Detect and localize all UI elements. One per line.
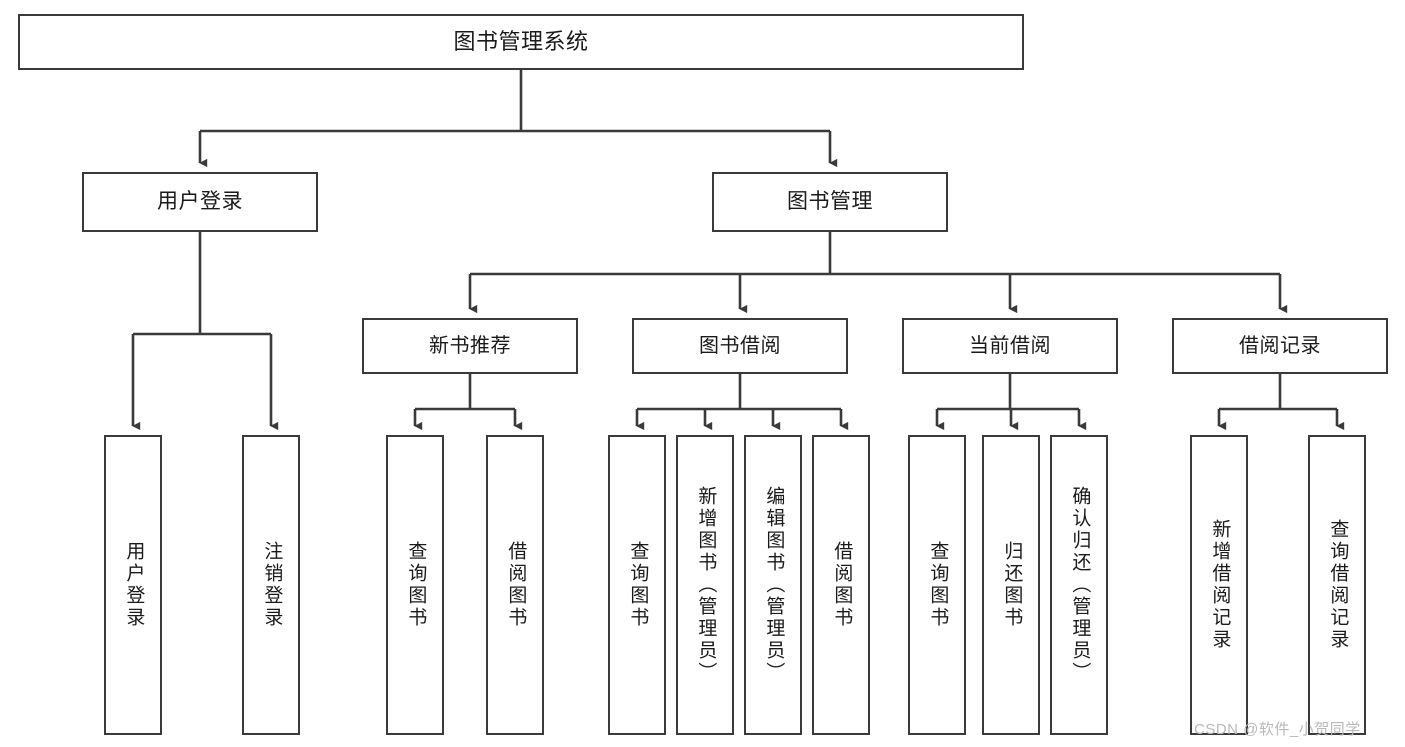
leaf-borrow-book[interactable]: 借阅图书 (812, 435, 870, 735)
node-root-system-label: 图书管理系统 (453, 29, 589, 55)
leaf-return-book[interactable]: 归还图书 (982, 435, 1040, 735)
leaf-query-book-borrow-label: 查询图书 (627, 541, 649, 629)
leaf-logout-label: 注销登录 (261, 541, 283, 629)
leaf-query-book-borrow[interactable]: 查询图书 (608, 435, 666, 735)
node-new-book-recommend[interactable]: 新书推荐 (362, 318, 578, 374)
leaf-user-login-label: 用户登录 (123, 541, 145, 629)
csdn-watermark: CSDN @软件_小贺同学 (1194, 721, 1361, 738)
node-borrow-records[interactable]: 借阅记录 (1172, 318, 1388, 374)
leaf-query-book-newbook[interactable]: 查询图书 (386, 435, 444, 735)
node-user-login[interactable]: 用户登录 (82, 172, 318, 232)
leaf-logout[interactable]: 注销登录 (242, 435, 300, 735)
node-borrow-records-label: 借阅记录 (1239, 334, 1321, 357)
connectors-records-to-leaves (1217, 374, 1345, 431)
leaf-query-borrow-record-label: 查询借阅记录 (1327, 519, 1349, 651)
node-book-borrow-label: 图书借阅 (699, 334, 781, 357)
node-current-borrow-label: 当前借阅 (969, 334, 1051, 357)
leaf-borrow-book-newbook[interactable]: 借阅图书 (486, 435, 544, 735)
node-book-management-label: 图书管理 (787, 189, 873, 213)
leaf-confirm-return-admin[interactable]: 确认归还（管理员） (1050, 435, 1108, 735)
leaf-borrow-book-label: 借阅图书 (831, 541, 853, 629)
leaf-add-borrow-record-label: 新增借阅记录 (1209, 519, 1231, 651)
connectors-login-to-leaves (131, 232, 279, 431)
node-root-system[interactable]: 图书管理系统 (18, 14, 1024, 70)
leaf-query-book-current[interactable]: 查询图书 (908, 435, 966, 735)
connectors-current-to-leaves (935, 374, 1087, 431)
connectors-borrow-to-leaves (635, 374, 849, 431)
leaf-query-book-newbook-label: 查询图书 (405, 541, 427, 629)
leaf-query-book-current-label: 查询图书 (927, 541, 949, 629)
leaf-edit-book-admin[interactable]: 编辑图书（管理员） (744, 435, 802, 735)
node-book-borrow[interactable]: 图书借阅 (632, 318, 848, 374)
leaf-add-book-admin[interactable]: 新增图书（管理员） (676, 435, 734, 735)
connectors-level2-book-to-level3 (468, 232, 1288, 314)
node-user-login-label: 用户登录 (157, 189, 243, 213)
leaf-confirm-return-admin-label: 确认归还（管理员） (1069, 486, 1091, 684)
leaf-query-borrow-record[interactable]: 查询借阅记录 (1308, 435, 1366, 735)
connectors-root-to-level2 (198, 70, 838, 168)
leaf-borrow-book-newbook-label: 借阅图书 (505, 541, 527, 629)
node-current-borrow[interactable]: 当前借阅 (902, 318, 1118, 374)
leaf-user-login[interactable]: 用户登录 (104, 435, 162, 735)
leaf-add-borrow-record[interactable]: 新增借阅记录 (1190, 435, 1248, 735)
node-new-book-recommend-label: 新书推荐 (429, 334, 511, 357)
leaf-return-book-label: 归还图书 (1001, 541, 1023, 629)
connectors-newbook-to-leaves (413, 374, 523, 431)
leaf-add-book-admin-label: 新增图书（管理员） (695, 486, 717, 684)
node-book-management[interactable]: 图书管理 (712, 172, 948, 232)
leaf-edit-book-admin-label: 编辑图书（管理员） (763, 486, 785, 684)
